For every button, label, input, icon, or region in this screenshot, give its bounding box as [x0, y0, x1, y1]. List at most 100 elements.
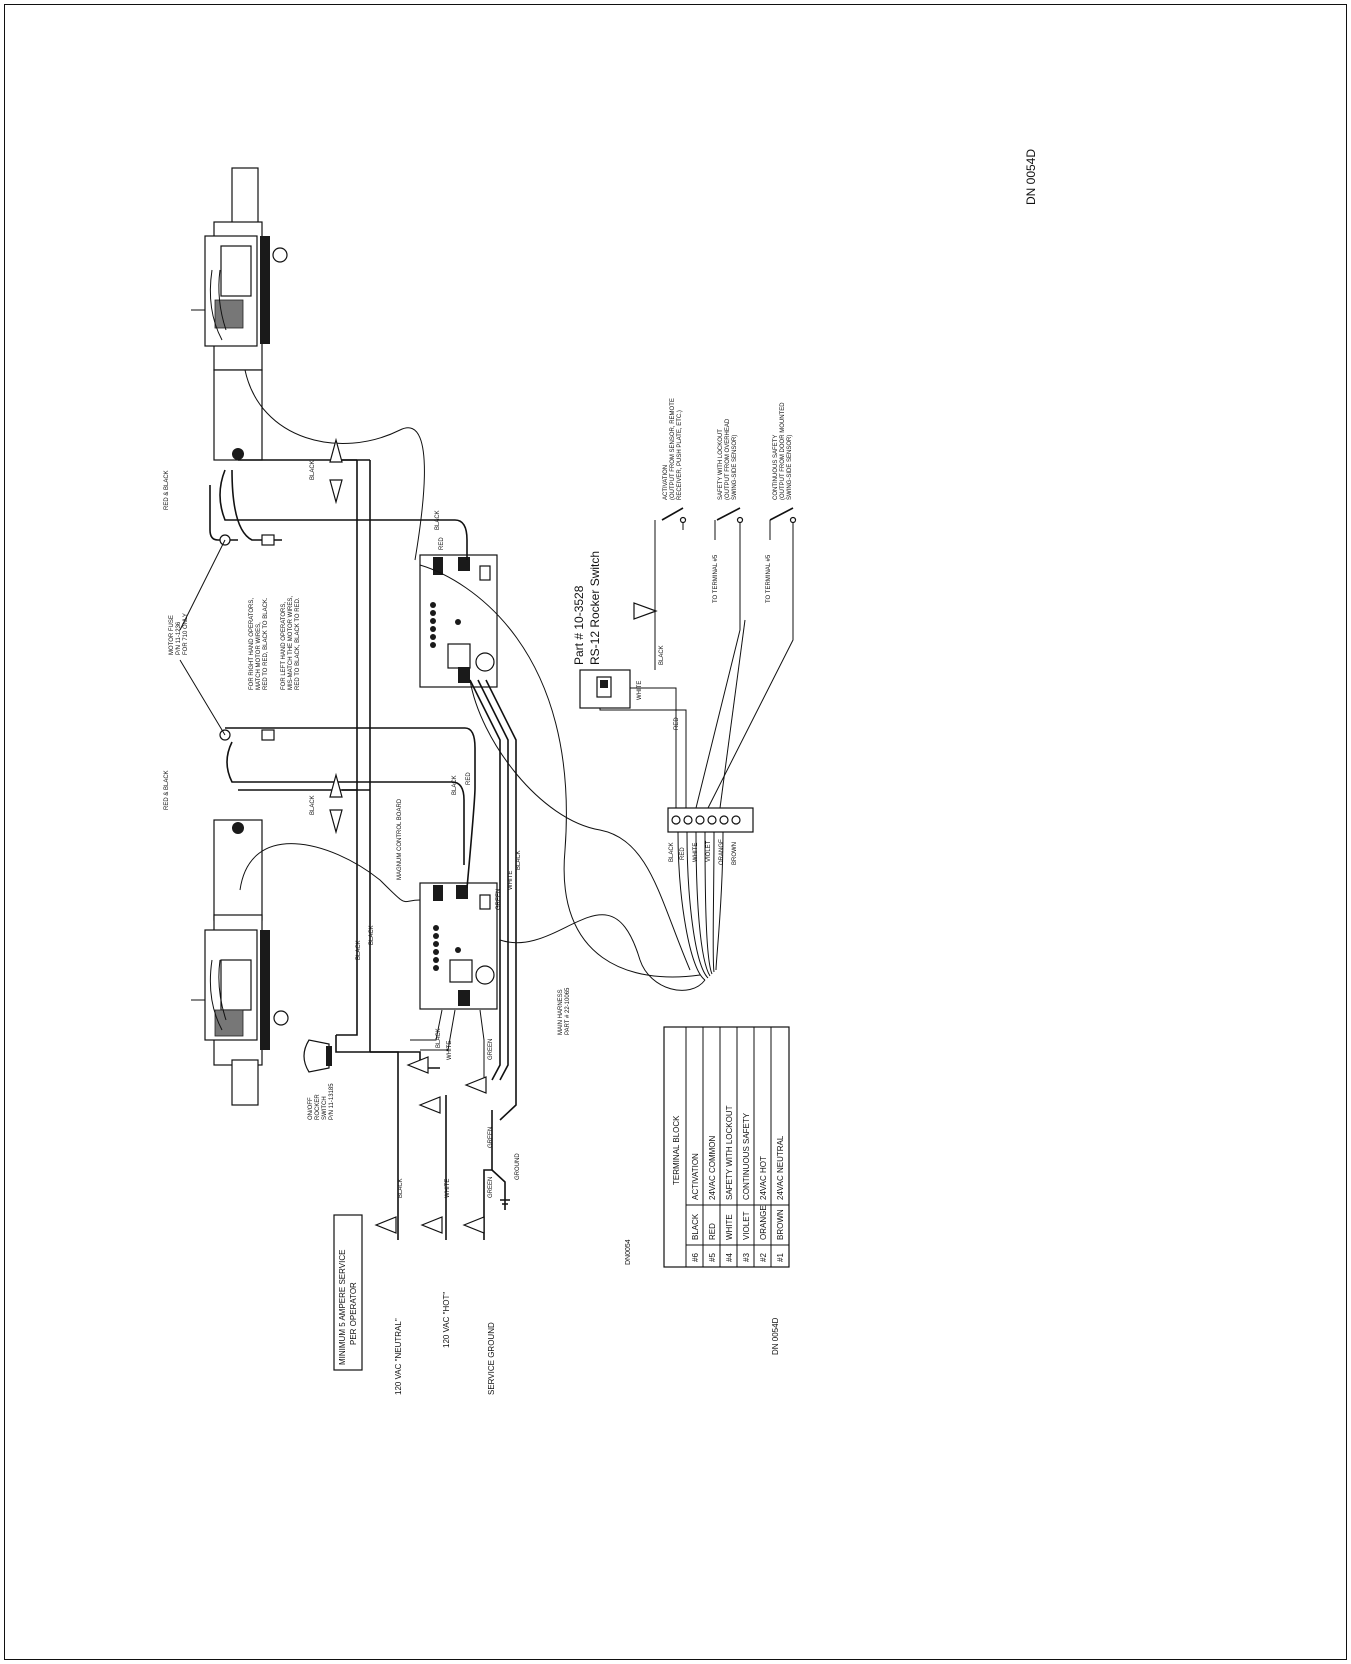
service-title-2: PER OPERATOR — [349, 1282, 358, 1345]
terminal-row-color: WHITE — [725, 1214, 734, 1240]
terminal-row-function: ACTIVATION — [691, 1153, 700, 1200]
operator-top — [191, 167, 288, 461]
white-label-3: WHITE — [445, 1179, 451, 1198]
terminal-screw — [695, 815, 705, 825]
rocker-part-number: Part # 10-3528 — [572, 585, 586, 665]
wire-nuts — [329, 437, 658, 1234]
service-neutral: 120 VAC "NEUTRAL" — [394, 1318, 403, 1395]
doc-code: DN0054 — [625, 1239, 632, 1265]
terminal-row-number: #4 — [725, 1253, 734, 1262]
service-hot: 120 VAC "HOT" — [442, 1292, 451, 1348]
terminal-screw — [719, 815, 729, 825]
motor-note-5: FOR LEFT HAND OPERATORS, — [281, 602, 287, 690]
motor-fuse-label-1: MOTOR FUSE — [169, 615, 175, 655]
onoff-label-2: ROCKER — [315, 1094, 321, 1120]
activation-label-3: RECEIVER, PUSH PLATE, ETC.) — [677, 410, 683, 500]
terminal-row-color: VIOLET — [742, 1211, 751, 1240]
doc-number-bottom: DN 0054D — [771, 1317, 780, 1355]
continuous-safety-label-3: SWING-SIDE SENSOR) — [787, 435, 793, 500]
service-title-box — [333, 1214, 363, 1371]
main-harness-label-2: PART # 22-10065 — [565, 987, 571, 1035]
red-black-label-bottom: RED & BLACK — [164, 770, 170, 810]
black-label-9: BLACK — [398, 1178, 404, 1198]
terminal-row-color: BROWN — [776, 1209, 785, 1240]
terminal-row-color: ORANGE — [759, 1205, 768, 1240]
harness-wire-violet: VIOLET — [706, 840, 712, 862]
ground-label: GROUND — [515, 1153, 521, 1180]
control-board-top — [419, 554, 498, 688]
black-label-1: BLACK — [310, 460, 316, 480]
harness-wire-white: WHITE — [693, 843, 699, 862]
black-label-8: BLACK — [436, 1028, 442, 1048]
terminal-row-number: #5 — [708, 1253, 717, 1262]
activation-label-1: ACTIVATION — [663, 465, 669, 500]
green-label-3: GREEN — [488, 1127, 494, 1148]
terminal-row-function: 24VAC HOT — [759, 1156, 768, 1200]
white-label-4: WHITE — [637, 681, 643, 700]
continuous-safety-label-2: (OUTPUT FROM DOOR MOUNTED — [780, 402, 786, 500]
motor-note-2: MATCH MOTOR WIRES, — [256, 622, 262, 690]
terminal-block — [667, 807, 754, 833]
diagram-labels: DN 0054D DN 0054D DN0054 Part # 10-3528 … — [164, 149, 1038, 1395]
motor-fuse-label-2: P/N 11-1236 — [176, 621, 182, 655]
motor-note-3: RED TO RED, BLACK TO BLACK. — [263, 597, 269, 690]
main-harness-label-1: MAIN HARNESS — [558, 989, 564, 1035]
motor-fuse-label-3: FOR 710 ONLY — [183, 613, 189, 655]
drawing-sheet — [4, 4, 1347, 1660]
terminal-row-color: BLACK — [691, 1213, 700, 1240]
terminal-row-function: 24VAC NEUTRAL — [776, 1135, 785, 1200]
to-terminal-label-b: TO TERMINAL #5 — [766, 554, 772, 603]
black-label-4: BLACK — [369, 925, 375, 945]
black-label-10: BLACK — [659, 645, 665, 665]
harness-wire-orange: ORANGE — [719, 839, 725, 865]
onoff-switch — [303, 1039, 332, 1073]
magnum-board-label: MAGNUM CONTROL BOARD — [397, 798, 403, 880]
terminal-table — [663, 1026, 790, 1268]
rocker-name: RS-12 Rocker Switch — [588, 551, 602, 665]
motor-note-7: RED TO BLACK, BLACK TO RED. — [295, 597, 301, 690]
terminal-row-number: #2 — [759, 1253, 768, 1262]
terminal-row-number: #6 — [691, 1253, 700, 1262]
to-terminal-label-a: TO TERMINAL #5 — [713, 554, 719, 603]
safety-lockout-label-1: SAFETY WITH LOCKOUT — [718, 429, 724, 500]
green-label-1: GREEN — [496, 889, 502, 910]
terminal-screw — [731, 815, 741, 825]
activation-label-2: (OUTPUT FROM SENSOR, REMOTE — [670, 398, 676, 500]
service-ground: SERVICE GROUND — [487, 1322, 496, 1395]
red-label-1: RED — [439, 537, 445, 550]
black-label-5: BLACK — [435, 510, 441, 530]
onoff-label-1: ON/OFF — [308, 1097, 314, 1120]
terminal-row-number: #1 — [776, 1253, 785, 1262]
onoff-label-3: SWITCH — [322, 1096, 328, 1120]
rocker-switch — [579, 669, 631, 709]
doc-number-top: DN 0054D — [1024, 149, 1038, 205]
wires — [179, 369, 797, 1240]
harness-wire-black: BLACK — [669, 842, 675, 862]
safety-lockout-label-3: SWING-SIDE SENSOR) — [732, 435, 738, 500]
red-label-3: RED — [674, 717, 680, 730]
terminal-row-number: #3 — [742, 1253, 751, 1262]
white-label-2: WHITE — [447, 1041, 453, 1060]
continuous-safety-label-1: CONTINUOUS SAFETY — [773, 435, 779, 500]
green-label-2: GREEN — [488, 1039, 494, 1060]
black-label-3: BLACK — [356, 940, 362, 960]
operator-bottom — [191, 819, 289, 1106]
motor-note-1: FOR RIGHT HAND OPERATORS, — [249, 598, 255, 690]
harness-wire-brown: BROWN — [732, 842, 738, 865]
motor-note-6: MIS-MATCH THE MOTOR WIRES, — [288, 596, 294, 690]
terminal-row-function: 24VAC COMMON — [708, 1135, 717, 1200]
green-label-4: GREEN — [488, 1177, 494, 1198]
white-label-1: WHITE — [508, 871, 514, 890]
control-board-bottom — [419, 882, 498, 1010]
safety-lockout-label-2: (OUTPUT FROM OVERHEAD — [725, 418, 731, 500]
harness-wire-red: RED — [680, 847, 686, 860]
red-label-2: RED — [466, 772, 472, 785]
terminal-row-function: CONTINUOUS SAFETY — [742, 1112, 751, 1200]
terminal-screw — [683, 815, 693, 825]
terminal-row-color: RED — [708, 1223, 717, 1240]
terminal-row-function: SAFETY WITH LOCKOUT — [725, 1105, 734, 1200]
service-title-1: MINIMUM 5 AMPERE SERVICE — [338, 1250, 347, 1365]
red-black-label-top: RED & BLACK — [164, 470, 170, 510]
terminal-screw — [707, 815, 717, 825]
